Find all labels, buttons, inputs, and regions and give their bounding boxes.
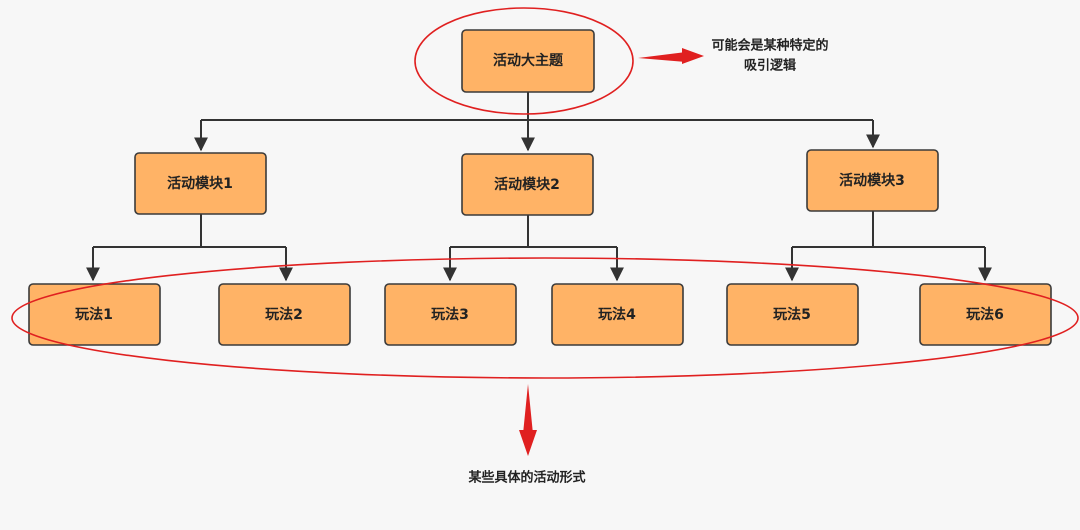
play-node-1[interactable]: 玩法1: [28, 283, 161, 346]
connector-module-3-trunk: [792, 211, 985, 248]
connector-module-2-trunk: [450, 215, 617, 248]
play-node-1-label: 玩法1: [75, 306, 113, 323]
play-node-2-label: 玩法2: [265, 306, 303, 323]
play-node-5-label: 玩法5: [773, 306, 811, 323]
plays-note-arrow: [519, 384, 537, 456]
module-node-3-label: 活动模块3: [839, 172, 905, 189]
module-node-1[interactable]: 活动模块1: [134, 152, 267, 215]
module-connectors: [86, 211, 992, 282]
root-node[interactable]: 活动大主题: [461, 29, 595, 93]
module-node-2-label: 活动模块2: [494, 176, 560, 193]
root-highlight-ellipse: [414, 7, 634, 115]
root-note-line-1: 可能会是某种特定的: [711, 38, 828, 54]
module-node-3[interactable]: 活动模块3: [806, 149, 939, 212]
plays-note: 某些具体的活动形式: [467, 470, 585, 486]
play-node-5[interactable]: 玩法5: [726, 283, 859, 346]
play-node-6-label: 玩法6: [966, 306, 1004, 323]
play-node-3[interactable]: 玩法3: [384, 283, 517, 346]
play-node-2[interactable]: 玩法2: [218, 283, 351, 346]
root-node-label: 活动大主题: [493, 52, 564, 69]
play-node-3-label: 玩法3: [431, 306, 469, 323]
plays-highlight-ellipse: [11, 257, 1079, 379]
play-node-4-label: 玩法4: [598, 306, 636, 323]
connector-module-1-trunk: [93, 214, 286, 248]
module-node-2[interactable]: 活动模块2: [461, 153, 594, 216]
play-node-4[interactable]: 玩法4: [551, 283, 684, 346]
play-node-6[interactable]: 玩法6: [919, 283, 1052, 346]
root-note-arrow: [638, 48, 704, 64]
module-node-1-label: 活动模块1: [167, 175, 233, 192]
root-connectors: [194, 92, 880, 152]
root-note-line-2: 吸引逻辑: [744, 58, 796, 74]
